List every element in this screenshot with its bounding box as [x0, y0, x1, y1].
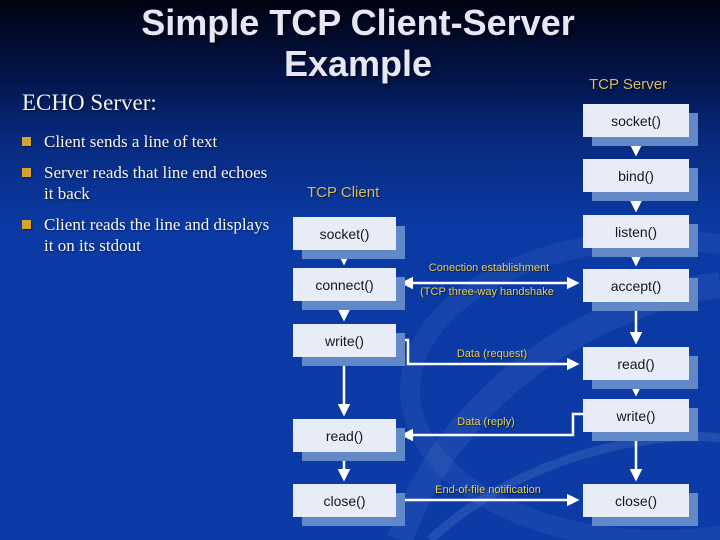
list-item: Server reads that line end echoes it bac… — [22, 162, 274, 204]
bullet-list: Client sends a line of text Server reads… — [22, 131, 274, 256]
arrow-data-reply — [400, 412, 586, 442]
list-item: Client reads the line and displays it on… — [22, 214, 274, 256]
bullet-square-icon — [22, 137, 31, 146]
echo-server-heading: ECHO Server: — [22, 90, 157, 115]
server-write-box: write() — [583, 399, 689, 432]
slide-title-line2: Example — [283, 43, 433, 84]
server-read-box: read() — [583, 347, 689, 380]
three-way-handshake-label: (TCP three-way handshake — [420, 286, 554, 298]
bullet-text: Client sends a line of text — [44, 132, 218, 151]
client-write-box: write() — [293, 324, 396, 357]
arrow-data-request — [396, 338, 580, 371]
slide-title: Simple TCP Client-Server Example — [0, 2, 716, 84]
client-close-box: close() — [293, 484, 396, 517]
bullet-text: Client reads the line and displays it on… — [44, 215, 270, 255]
data-reply-label: Data (reply) — [457, 416, 515, 428]
tcp-client-label: TCP Client — [307, 184, 380, 201]
bullet-text: Server reads that line end echoes it bac… — [44, 163, 268, 203]
client-socket-box: socket() — [293, 217, 396, 250]
echo-server-text-block: ECHO Server: Client sends a line of text… — [22, 90, 274, 266]
bullet-square-icon — [22, 168, 31, 177]
client-read-box: read() — [293, 419, 396, 452]
server-listen-box: listen() — [583, 215, 689, 248]
slide-title-line1: Simple TCP Client-Server — [141, 2, 575, 43]
eof-notification-label: End-of-file notification — [435, 484, 541, 496]
server-bind-box: bind() — [583, 159, 689, 192]
connection-establishment-label: Conection establishment — [428, 262, 550, 274]
bullet-square-icon — [22, 220, 31, 229]
client-connect-box: connect() — [293, 268, 396, 301]
server-socket-box: socket() — [583, 104, 689, 137]
tcp-server-label: TCP Server — [589, 76, 668, 93]
data-request-label: Data (request) — [456, 348, 528, 360]
server-accept-box: accept() — [583, 269, 689, 302]
list-item: Client sends a line of text — [22, 131, 274, 152]
server-close-box: close() — [583, 484, 689, 517]
